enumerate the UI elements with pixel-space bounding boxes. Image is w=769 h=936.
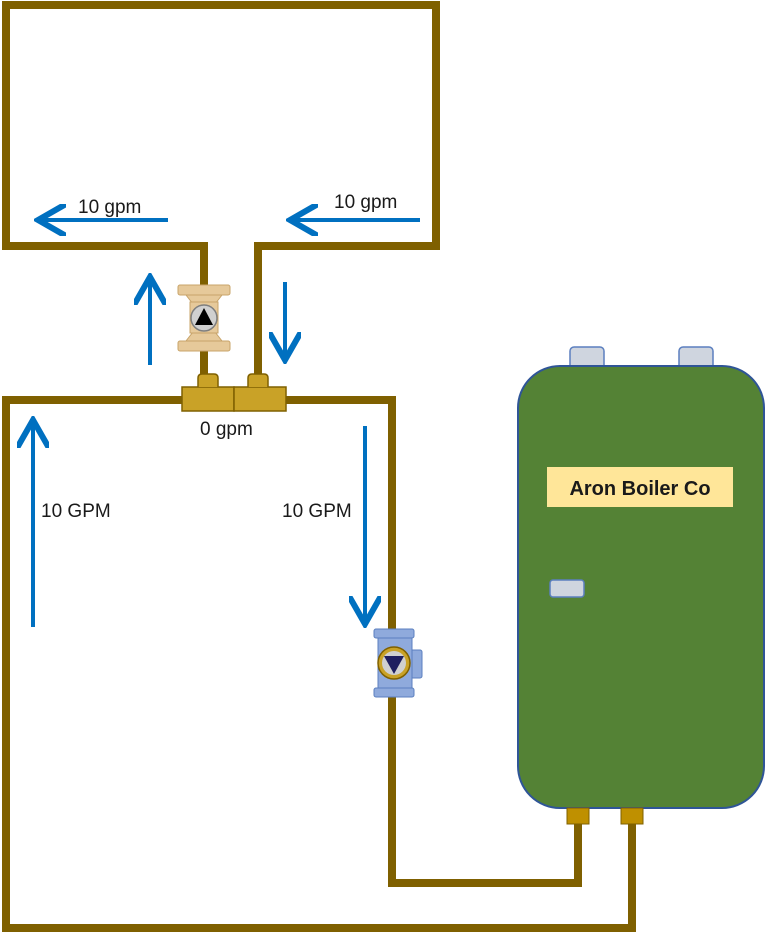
- boiler-name: Aron Boiler Co: [569, 478, 710, 500]
- boiler-label-plate: [547, 467, 733, 507]
- boiler-control-panel: [549, 579, 585, 598]
- boiler-return-fitting: [566, 807, 590, 825]
- closely-spaced-tees: [181, 373, 287, 412]
- boiler-supply-fitting: [620, 807, 644, 825]
- primary-right-flow-label: 10 GPM: [282, 501, 352, 522]
- primary-loop-pipe: [2, 396, 636, 932]
- primary-supply-pipe: [388, 690, 582, 887]
- circulator-pump-down-icon: [373, 628, 423, 698]
- primary-left-flow-label: 10 GPM: [41, 501, 111, 522]
- secondary-loop-pipe: [2, 1, 440, 385]
- circulator-pump-up-icon: [177, 284, 231, 352]
- secondary-right-flow-label: 10 gpm: [334, 192, 397, 213]
- secondary-left-flow-label: 10 gpm: [78, 197, 141, 218]
- boiler: Aron Boiler Co: [517, 346, 765, 825]
- tee-flow-label: 0 gpm: [200, 419, 253, 440]
